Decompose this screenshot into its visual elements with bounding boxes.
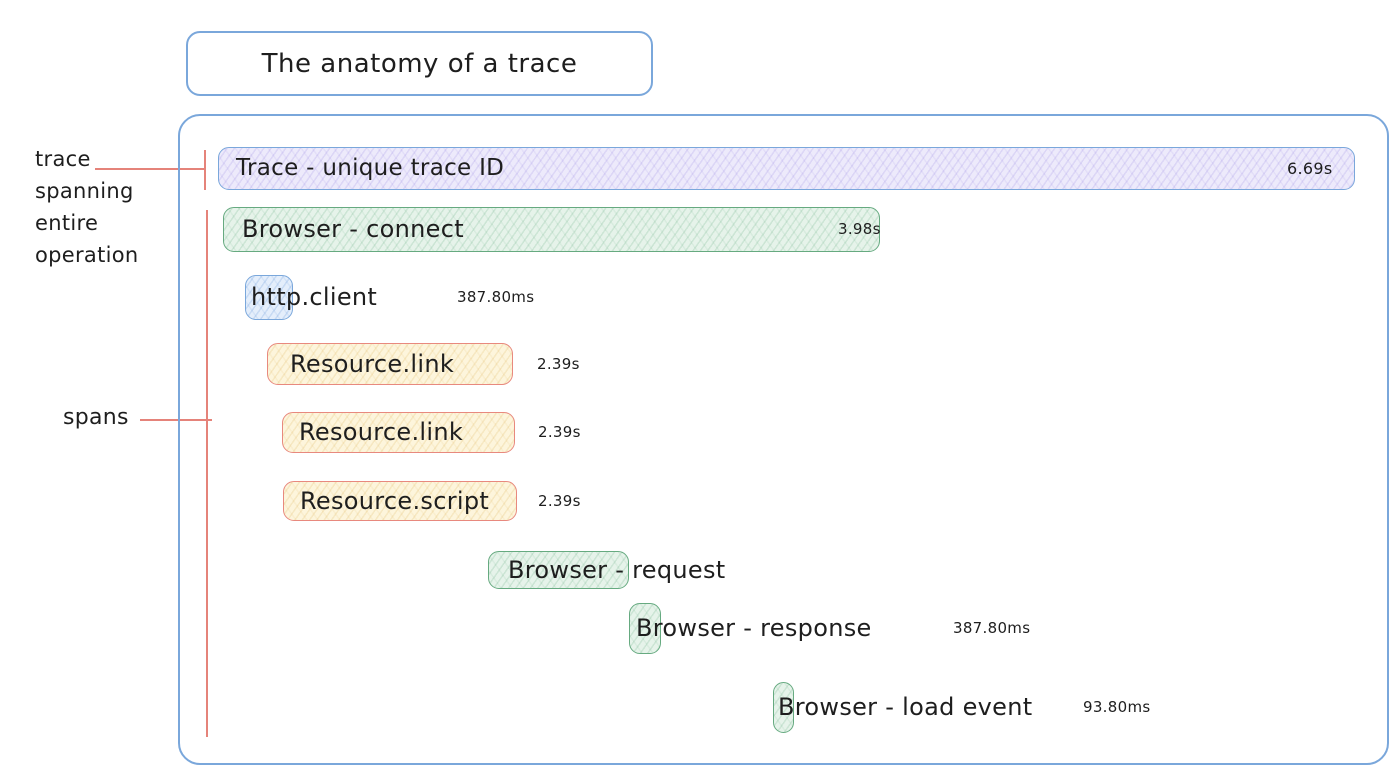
span-browser-request-label: Browser - request: [508, 556, 726, 584]
span-browser-request-bar: [488, 551, 629, 589]
span-resource-script-duration: 2.39s: [538, 492, 581, 510]
spans-bracket-line: [206, 210, 208, 737]
span-resource-link-2-label: Resource.link: [299, 418, 464, 446]
span-browser-response-bar: [629, 603, 661, 654]
span-resource-link-1-duration: 2.39s: [537, 355, 580, 373]
trace-note-line: entire: [35, 211, 99, 235]
trace-note-line: operation: [35, 243, 139, 267]
span-resource-link-2-bar: [282, 412, 515, 453]
span-http-client-label: http.client: [251, 283, 378, 311]
span-http-client-bar: [245, 275, 293, 320]
trace-bar-label: Trace - unique trace ID: [236, 155, 505, 181]
trace-bar: [218, 147, 1355, 190]
span-resource-script-bar: [283, 481, 517, 521]
span-browser-connect-bar: [223, 207, 880, 252]
trace-note-line: spanning: [35, 179, 134, 203]
spans-note: spans: [63, 405, 129, 430]
span-resource-script-label: Resource.script: [300, 487, 490, 515]
span-browser-load-event-label: Browser - load event: [778, 693, 1033, 721]
trace-pointer-tick: [204, 150, 206, 190]
span-browser-load-event-bar: [773, 682, 794, 733]
span-browser-load-event-duration: 93.80ms: [1083, 698, 1151, 716]
diagram-title: The anatomy of a trace: [261, 48, 578, 79]
trace-pointer-line: [95, 168, 206, 170]
span-browser-response-label: Browser - response: [636, 614, 872, 642]
span-resource-link-2-duration: 2.39s: [538, 423, 581, 441]
span-resource-link-1-label: Resource.link: [290, 350, 455, 378]
span-resource-link-1-bar: [267, 343, 513, 385]
trace-bar-duration: 6.69s: [1287, 159, 1333, 178]
span-browser-connect-duration: 3.98s: [838, 220, 881, 238]
trace-note-line: trace: [35, 147, 91, 171]
span-http-client-duration: 387.80ms: [457, 288, 535, 306]
span-browser-response-duration: 387.80ms: [953, 619, 1031, 637]
trace-container-box: [178, 114, 1389, 765]
spans-pointer-line: [140, 419, 212, 421]
span-browser-connect-label: Browser - connect: [242, 215, 464, 243]
title-box: The anatomy of a trace: [186, 31, 653, 96]
trace-spanning-note: trace spanning entire operation: [35, 143, 139, 271]
